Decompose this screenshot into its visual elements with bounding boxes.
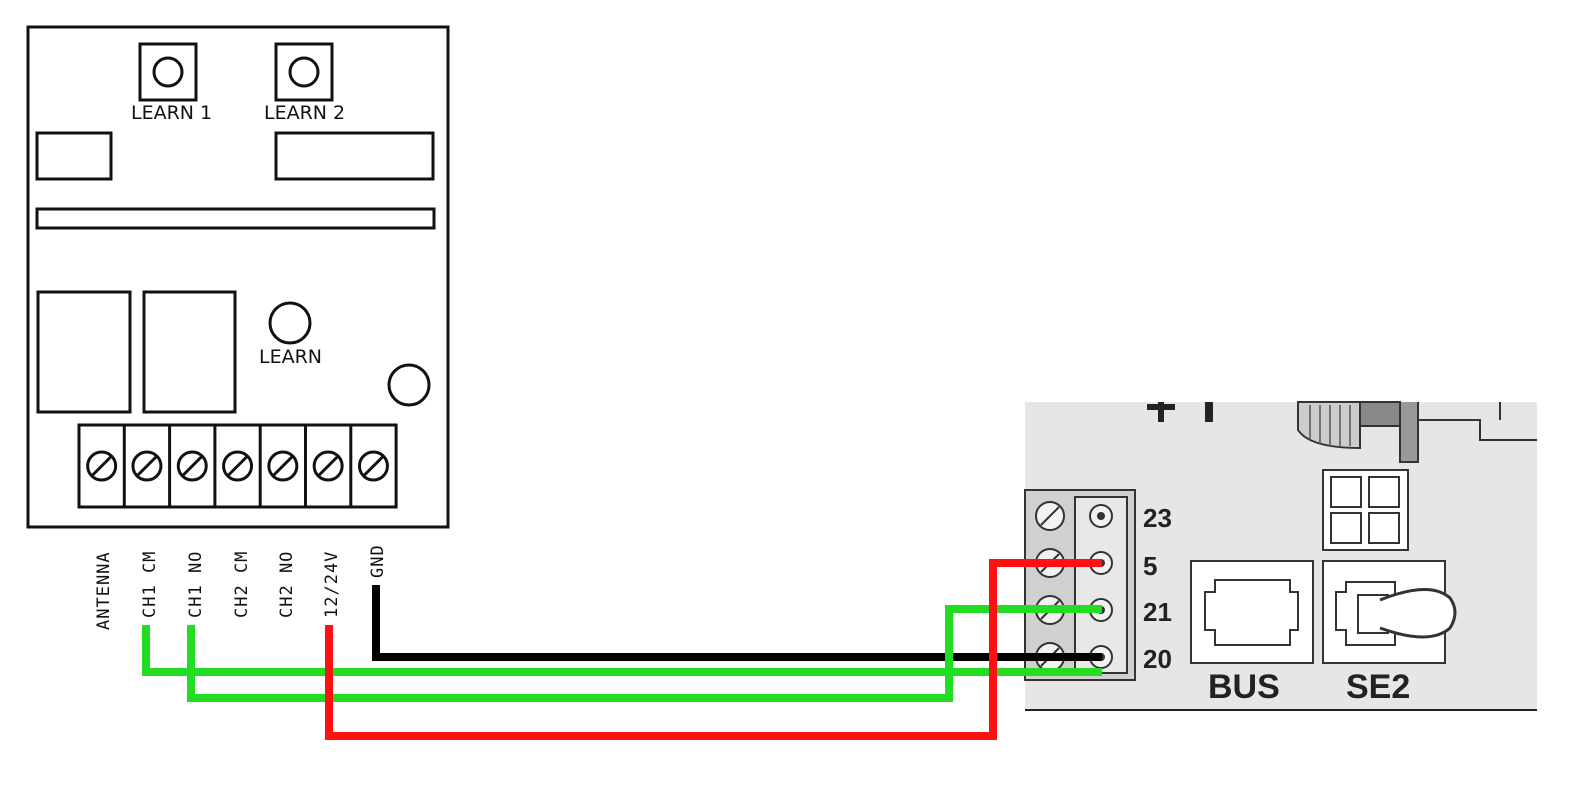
center-learn-label: LEARN	[259, 346, 322, 368]
receiver-screw-4	[222, 450, 254, 482]
learn1-label: LEARN 1	[131, 102, 212, 124]
receiver-screw-1	[86, 450, 118, 482]
component-small-right	[274, 131, 435, 181]
receiver-terminal-labels: ANTENNA CH1 CM CH1 NO CH2 CM CH2 NO 12/2…	[94, 544, 388, 630]
wire-12-24v-red	[325, 559, 1102, 740]
component-bar	[35, 207, 436, 230]
receiver-terminal-strip	[77, 423, 398, 509]
controller-board: 23 5 21 20 BUS SE2	[1024, 401, 1537, 711]
controller-terminal-block	[1024, 489, 1136, 681]
led-indicator	[387, 363, 431, 407]
se2-label: SE2	[1346, 668, 1410, 706]
bus-label: BUS	[1208, 668, 1280, 706]
label-ch2-cm: CH2 CM	[232, 551, 252, 618]
terminal-number-20: 20	[1143, 644, 1172, 674]
learn2-label: LEARN 2	[264, 102, 345, 124]
receiver-screw-6	[312, 450, 344, 482]
wire-ch1-no-green	[187, 605, 1102, 702]
plus-minus-mark	[1147, 402, 1213, 422]
top-connector	[1297, 401, 1537, 463]
receiver-screw-5	[267, 450, 299, 482]
terminal-number-5: 5	[1143, 551, 1157, 581]
wire-ch1-cm-green	[142, 625, 1102, 676]
label-ch1-no: CH1 NO	[186, 551, 206, 618]
center-learn-button	[268, 301, 312, 345]
learn2-button	[274, 42, 334, 102]
label-antenna: ANTENNA	[94, 551, 114, 630]
controller-socket-1	[1089, 504, 1113, 528]
wire-gnd-black	[372, 585, 1102, 661]
quad-connector	[1322, 469, 1409, 551]
se2-port	[1322, 560, 1457, 664]
learn1-button	[138, 42, 198, 102]
receiver-board: LEARN 1 LEARN 2 LEARN	[26, 25, 450, 529]
wires	[142, 559, 1102, 740]
terminal-number-23: 23	[1143, 503, 1172, 533]
component-small-left	[35, 131, 113, 181]
label-gnd: GND	[368, 544, 388, 578]
relay-right	[142, 290, 237, 414]
label-12-24v: 12/24V	[322, 551, 342, 618]
terminal-number-21: 21	[1143, 597, 1172, 627]
label-ch1-cm: CH1 CM	[140, 551, 160, 618]
bus-port	[1190, 560, 1314, 664]
receiver-screw-2	[131, 450, 163, 482]
relay-left	[36, 290, 132, 414]
controller-screw-1	[1035, 501, 1065, 531]
receiver-screw-7	[357, 450, 389, 482]
receiver-screw-3	[176, 450, 208, 482]
label-ch2-no: CH2 NO	[277, 551, 297, 618]
